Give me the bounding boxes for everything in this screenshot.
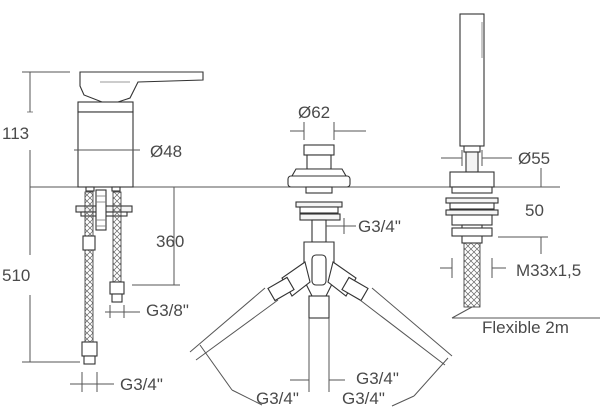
dim-g34-low-right: G3/4" xyxy=(342,389,385,408)
dim-g38: G3/8" xyxy=(146,301,189,320)
mixer-dimensions xyxy=(22,71,180,392)
dim-55: Ø55 xyxy=(518,149,550,168)
diverter-body xyxy=(267,144,369,319)
dim-62: Ø62 xyxy=(298,103,330,122)
shower-dimensions xyxy=(440,150,600,319)
mixer-body xyxy=(77,71,204,188)
dim-510: 510 xyxy=(2,266,30,285)
hand-shower xyxy=(445,13,499,308)
dim-113: 113 xyxy=(2,124,29,143)
dim-g34-stem: G3/4" xyxy=(120,375,163,394)
dim-50: 50 xyxy=(525,201,544,220)
dim-g34-low-left: G3/4" xyxy=(256,389,299,408)
label-flexible: Flexible 2m xyxy=(482,318,569,337)
dim-m33: M33x1,5 xyxy=(516,261,581,280)
mixer-under-deck xyxy=(75,186,133,365)
dim-360: 360 xyxy=(156,232,184,251)
dim-48: Ø48 xyxy=(150,142,182,161)
diverter-dimensions xyxy=(189,122,453,407)
dim-g34-mixer: G3/4" xyxy=(358,217,401,236)
dim-g34-low-mid: G3/4" xyxy=(356,369,399,388)
